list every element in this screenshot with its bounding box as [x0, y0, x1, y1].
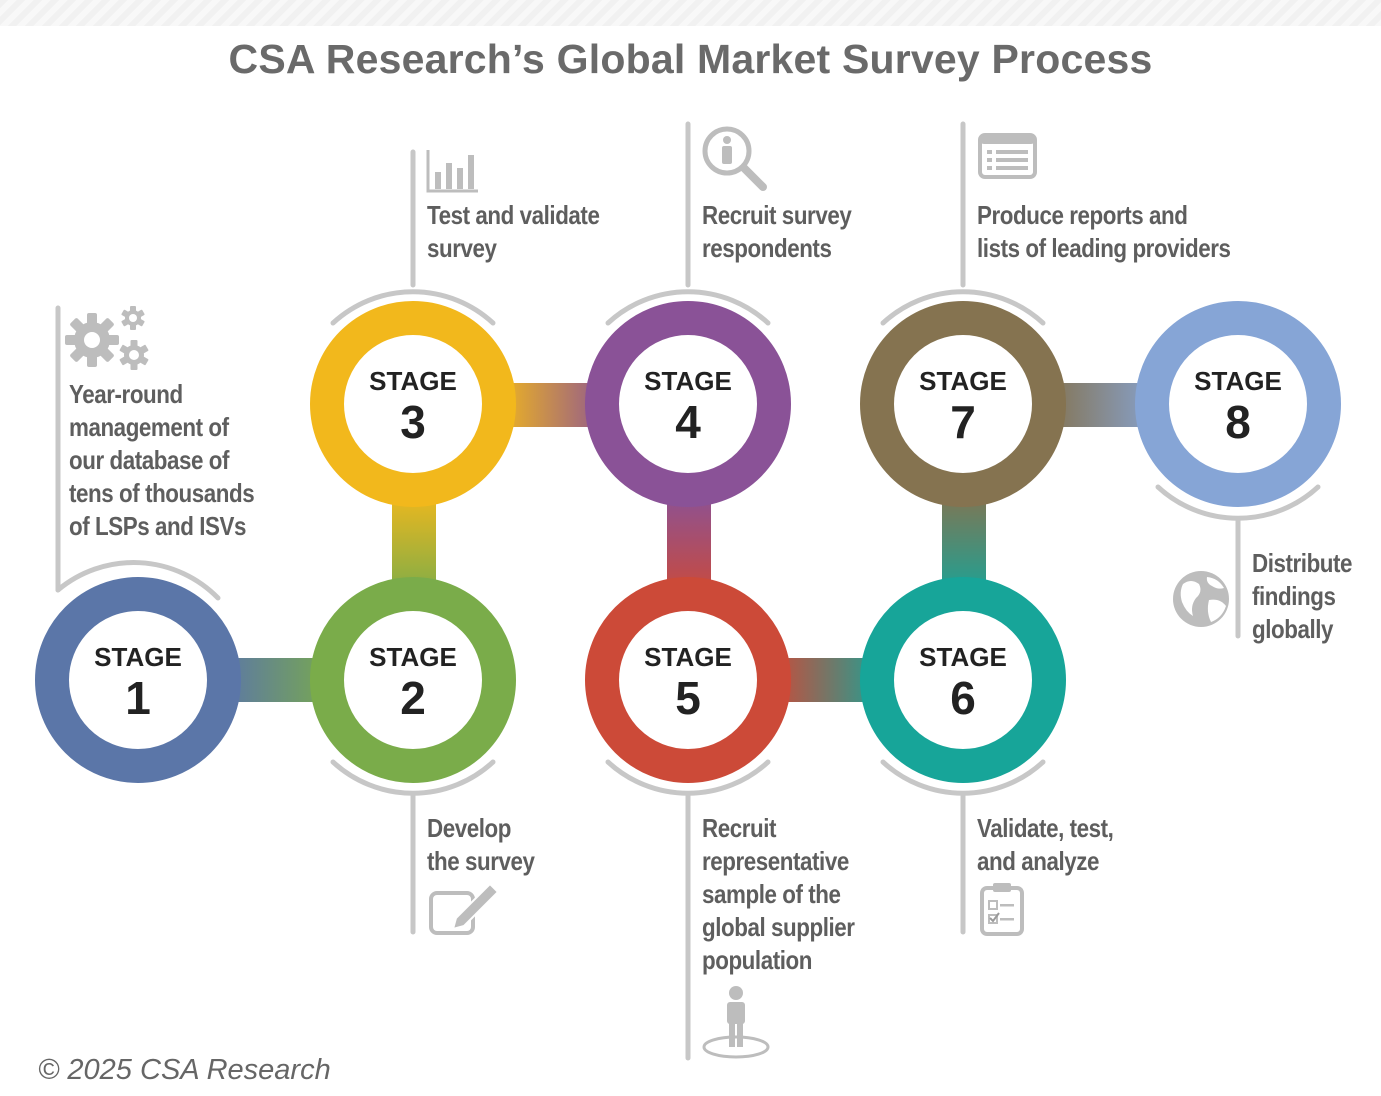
stage-5-label: STAGE [644, 642, 732, 672]
stage-1-number: 1 [125, 672, 151, 724]
stage-1-label: STAGE [94, 642, 182, 672]
stage-8-ring [1135, 301, 1341, 507]
stage-6-number: 6 [950, 672, 976, 724]
stage-6-ring [860, 577, 1066, 783]
stage-7-number: 7 [950, 396, 976, 448]
stage-2-label: STAGE [369, 642, 457, 672]
globe-icon [1173, 571, 1229, 627]
stage-2-number: 2 [400, 672, 426, 724]
stage-8-label: STAGE [1194, 366, 1282, 396]
report-list-icon [978, 133, 1037, 179]
stage-2-center [345, 612, 481, 748]
stage-2-ring [310, 577, 516, 783]
stage-5-ring [585, 577, 791, 783]
page-title: CSA Research’s Global Market Survey Proc… [228, 36, 1153, 82]
stage-5-caption: Recruit representative sample of the glo… [702, 813, 855, 975]
stage-3-number: 3 [400, 396, 426, 448]
leader-lines [55, 121, 1321, 1061]
stage-1-ring [35, 577, 241, 783]
stage-8-caption: Distribute findings globally [1252, 548, 1353, 644]
stage-7-center [895, 336, 1031, 472]
stage-1-caption: Year-round management of our database of… [69, 379, 255, 541]
stage-1-center [70, 612, 206, 748]
clipboard-checklist-icon [980, 883, 1024, 936]
stage-6-caption: Validate, test, and analyze [977, 813, 1114, 876]
stage-3-ring [310, 301, 516, 507]
stage-5-center [620, 612, 756, 748]
stage-5-number: 5 [675, 672, 701, 724]
stage-4-number: 4 [675, 396, 701, 448]
stage-2-caption: Develop the survey [427, 813, 535, 876]
stage-6-label: STAGE [919, 642, 1007, 672]
stage-8-center [1170, 336, 1306, 472]
stage-rings: STAGE1STAGE2STAGE3STAGE4STAGE5STAGE6STAG… [35, 301, 1341, 783]
bar-chart-icon [426, 150, 478, 193]
person-target-icon [702, 986, 770, 1059]
stage-8-number: 8 [1225, 396, 1251, 448]
header-band [0, 0, 1381, 26]
stage-7-label: STAGE [919, 366, 1007, 396]
stage-3-label: STAGE [369, 366, 457, 396]
stage-4-label: STAGE [644, 366, 732, 396]
stage-3-caption: Test and validate survey [427, 200, 600, 263]
copyright-notice: © 2025 CSA Research [38, 1054, 331, 1086]
stage-6-center [895, 612, 1031, 748]
search-person-icon [702, 126, 767, 191]
stage-4-center [620, 336, 756, 472]
stage-7-ring [860, 301, 1066, 507]
gears-icon [65, 306, 149, 370]
stage-4-caption: Recruit survey respondents [702, 200, 852, 263]
stage-7-caption: Produce reports and lists of leading pro… [977, 200, 1231, 263]
stage-3-center [345, 336, 481, 472]
edit-document-icon [429, 882, 500, 935]
stage-4-ring [585, 301, 791, 507]
